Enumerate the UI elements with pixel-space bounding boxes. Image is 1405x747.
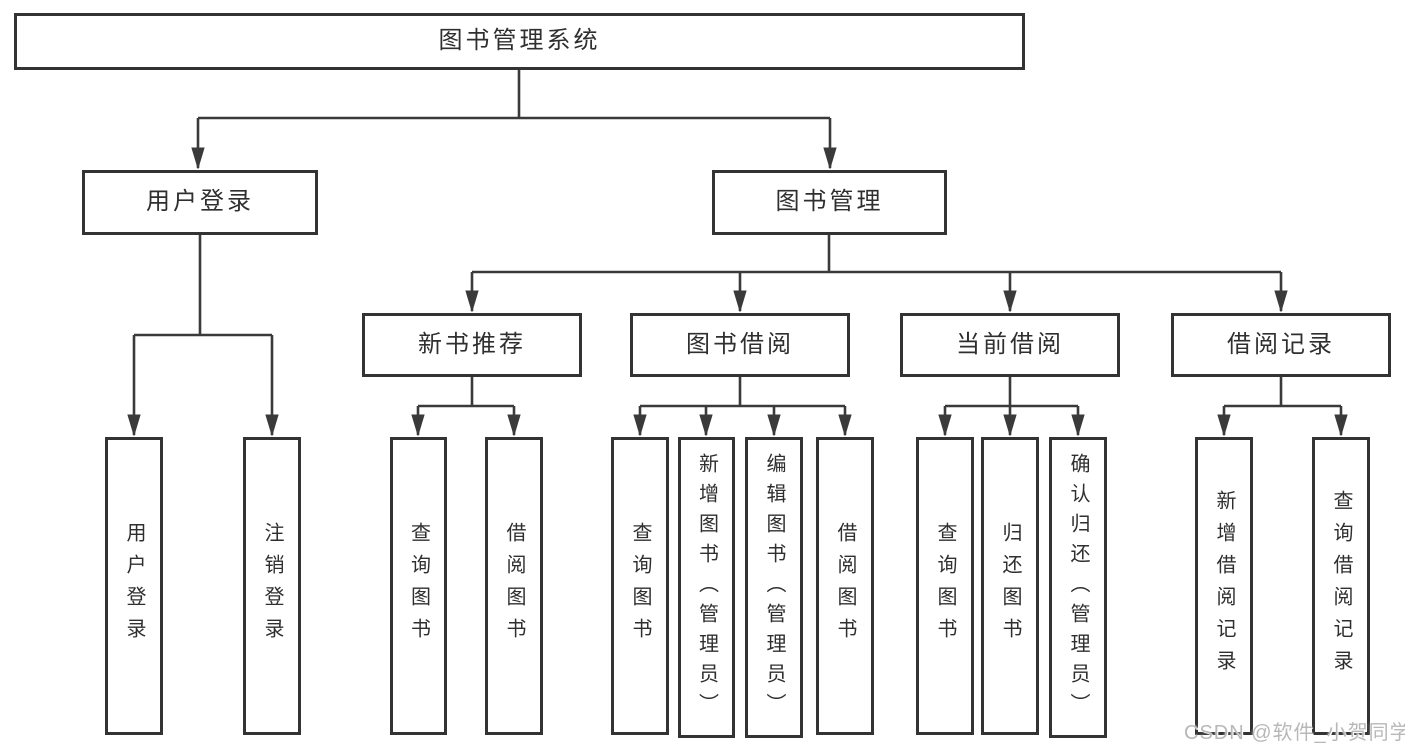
node-book-borrow: 图书借阅 — [630, 313, 850, 377]
leaf-cb-confirm-return-admin: 确认归还（管理员） — [1049, 437, 1107, 738]
leaf-nbr-borrow-books: 借阅图书 — [485, 437, 543, 735]
leaf-cb-confirm-return-admin-label: 确认归还（管理员） — [1067, 452, 1089, 723]
leaf-bb-borrow-books-label: 借阅图书 — [834, 522, 856, 650]
leaf-bb-add-books-admin: 新增图书（管理员） — [678, 437, 735, 738]
node-user-login-branch-label: 用户登录 — [146, 188, 254, 216]
leaf-nbr-borrow-books-label: 借阅图书 — [503, 522, 525, 650]
node-root-label: 图书管理系统 — [438, 27, 601, 55]
csdn-watermark: CSDN @软件_小贺同学 — [1184, 722, 1405, 744]
leaf-bb-query-books: 查询图书 — [611, 437, 669, 735]
node-new-book-rec: 新书推荐 — [362, 313, 582, 377]
node-current-borrow: 当前借阅 — [900, 313, 1120, 377]
leaf-br-add-record: 新增借阅记录 — [1195, 437, 1253, 735]
leaf-br-query-record-label: 查询借阅记录 — [1330, 490, 1352, 682]
leaf-br-add-record-label: 新增借阅记录 — [1213, 490, 1235, 682]
leaf-logout-label: 注销登录 — [261, 522, 283, 650]
leaf-bb-query-books-label: 查询图书 — [629, 522, 651, 650]
leaf-bb-add-books-admin-label: 新增图书（管理员） — [695, 452, 718, 723]
leaf-bb-borrow-books: 借阅图书 — [816, 437, 874, 735]
leaf-cb-return-books-label: 归还图书 — [999, 522, 1021, 650]
node-user-login-branch: 用户登录 — [82, 170, 318, 235]
leaf-nbr-query-books-label: 查询图书 — [407, 522, 430, 650]
node-current-borrow-label: 当前借阅 — [956, 330, 1064, 358]
leaf-cb-query-books: 查询图书 — [916, 437, 974, 735]
node-book-mgmt-label: 图书管理 — [775, 188, 884, 216]
leaf-bb-edit-books-admin-label: 编辑图书（管理员） — [763, 452, 785, 723]
node-borrow-records-label: 借阅记录 — [1227, 330, 1335, 358]
node-book-mgmt: 图书管理 — [712, 170, 947, 235]
leaf-logout: 注销登录 — [243, 437, 301, 735]
leaf-br-query-record: 查询借阅记录 — [1312, 437, 1370, 735]
leaf-user-login-label: 用户登录 — [123, 522, 145, 650]
leaf-user-login: 用户登录 — [105, 437, 163, 735]
node-new-book-rec-label: 新书推荐 — [418, 330, 526, 358]
node-root: 图书管理系统 — [14, 13, 1025, 70]
node-borrow-records: 借阅记录 — [1171, 313, 1391, 377]
leaf-bb-edit-books-admin: 编辑图书（管理员） — [745, 437, 803, 738]
leaf-nbr-query-books: 查询图书 — [390, 437, 447, 735]
leaf-cb-return-books: 归还图书 — [981, 437, 1039, 735]
leaf-cb-query-books-label: 查询图书 — [934, 522, 956, 650]
node-book-borrow-label: 图书借阅 — [686, 330, 794, 358]
